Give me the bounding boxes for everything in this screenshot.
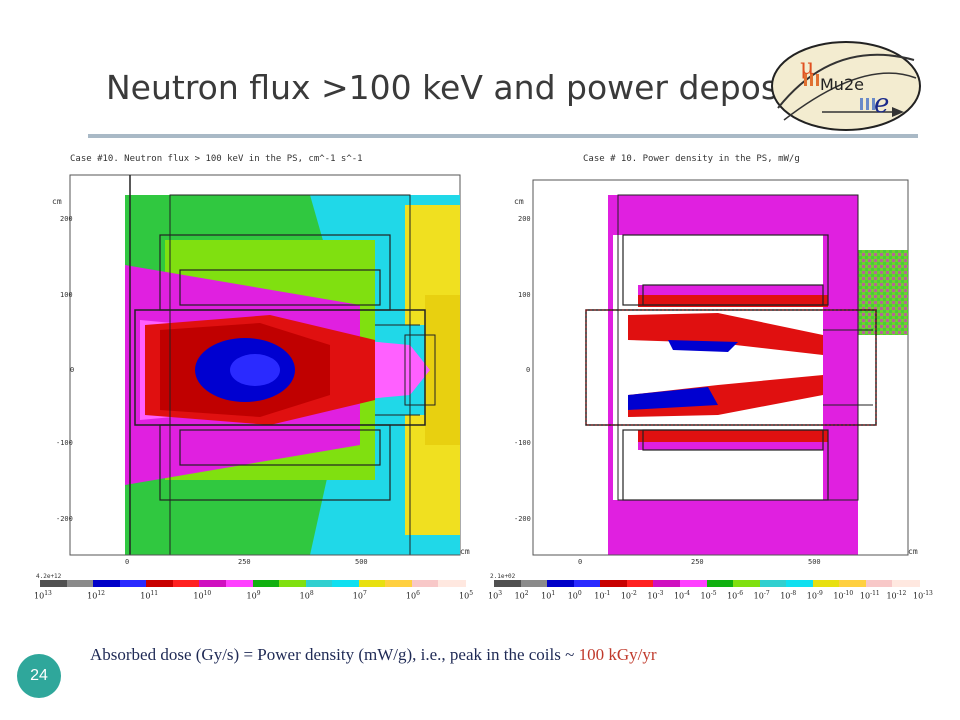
colorbar-tick-label: 1011 [140, 590, 159, 601]
colorbar-tick-label: 10-11 [859, 590, 880, 601]
y-tick: 100 [60, 291, 73, 299]
x-tick: 0 [125, 558, 130, 566]
colorbar-tick-label: 105 [459, 590, 474, 601]
colorbar-segment [93, 580, 121, 587]
colorbar-segment [279, 580, 307, 587]
colorbar-tick-label: 106 [405, 590, 420, 601]
colorbar-segment [411, 580, 439, 587]
colorbar-segment [172, 580, 200, 587]
colorbar-segment [225, 580, 253, 587]
logo-text: Mu2e [820, 75, 864, 94]
colorbar-tick-label: 10-7 [753, 590, 770, 601]
y-unit-label: cm [514, 197, 524, 206]
colorbar-tick-label: 10-13 [913, 590, 933, 601]
colorbar-tick-label: 10-10 [833, 590, 854, 601]
colorbar-tick-label: 1013 [34, 590, 52, 601]
colorbar-segment [438, 580, 466, 587]
colorbar-segment [812, 580, 840, 587]
logo-stripes-icon [804, 74, 875, 110]
colorbar-tick-label: 10-1 [594, 590, 611, 601]
peak-dose-value: 100 kGy/yr [578, 645, 657, 664]
colorbar-segment [600, 580, 628, 587]
logo-e-letter: e [874, 89, 889, 119]
colorbar-segment [759, 580, 787, 587]
colorbar-tick-label: 10-5 [700, 590, 717, 601]
y-tick: 200 [60, 215, 73, 223]
colorbar-segment [706, 580, 734, 587]
colorbar-segment [494, 580, 522, 587]
colorbar-tick-label: 10-4 [673, 590, 690, 601]
absorbed-dose-note: Absorbed dose (Gy/s) = Power density (mW… [90, 645, 656, 665]
x-unit-label: cm [908, 547, 918, 556]
colorbar-tick-label: 10-12 [886, 590, 907, 601]
logo-mu-symbol: μ [800, 55, 814, 80]
x-tick: 0 [578, 558, 583, 566]
neutron-flux-colorbar: 4.2e+12 1013 1012 1011 1010 109 108 107 106 105 [30, 573, 474, 610]
colorbar-segment [199, 580, 227, 587]
title-underline [88, 134, 918, 138]
colorbar-segment [305, 580, 333, 587]
mu2e-logo: μ Mu2e e [771, 41, 921, 131]
colorbar-segment [653, 580, 681, 587]
colorbar-segment [520, 580, 548, 587]
colorbar-segment [119, 580, 147, 587]
power-density-panel: Case # 10. Power density in the PS, mW/g… [478, 145, 918, 610]
colorbar-tick-label: 103 [488, 590, 503, 601]
colorbar-segment [40, 580, 68, 587]
colorbar-tick-label: 1012 [87, 590, 105, 601]
colorbar-tick-label: 10-9 [806, 590, 823, 601]
x-tick: 500 [808, 558, 821, 566]
neutron-flux-panel: Case #10. Neutron flux > 100 keV in the … [30, 145, 470, 610]
colorbar-segment [252, 580, 280, 587]
y-tick: 0 [70, 366, 75, 374]
colorbar-tick-label: 101 [541, 590, 556, 601]
colorbar-segment [358, 580, 386, 587]
y-tick: 200 [518, 215, 531, 223]
power-density-map [478, 145, 918, 610]
colorbar-segment [547, 580, 575, 587]
x-tick: 250 [691, 558, 704, 566]
colorbar-segment [332, 580, 360, 587]
colorbar-segment [626, 580, 654, 587]
neutron-flux-map [30, 145, 470, 610]
x-tick: 500 [355, 558, 368, 566]
x-tick: 250 [238, 558, 251, 566]
colorbar-tick-label: 109 [246, 590, 261, 601]
page-number-badge: 24 [17, 654, 61, 698]
colorbar-segment [733, 580, 761, 587]
colorbar-segment [786, 580, 814, 587]
colorbar-segment [573, 580, 601, 587]
y-unit-label: cm [52, 197, 62, 206]
colorbar-segment [679, 580, 707, 587]
neutron-flux-caption: Case #10. Neutron flux > 100 keV in the … [70, 154, 363, 164]
colorbar-max-value: 4.2e+12 [36, 573, 62, 580]
colorbar-segment [892, 580, 920, 587]
y-tick: -100 [514, 439, 531, 447]
y-tick: 100 [518, 291, 531, 299]
y-tick: 0 [526, 366, 531, 374]
colorbar-tick-label: 107 [352, 590, 367, 601]
colorbar-tick-label: 1010 [193, 590, 212, 601]
power-density-caption: Case # 10. Power density in the PS, mW/g [583, 154, 800, 164]
x-unit-label: cm [460, 547, 470, 556]
colorbar-tick-label: 108 [299, 590, 314, 601]
y-tick: -100 [56, 439, 73, 447]
y-tick: -200 [56, 515, 73, 523]
colorbar-max-value: 2.1e+02 [490, 573, 516, 580]
colorbar-tick-label: 10-8 [780, 590, 797, 601]
colorbar-tick-label: 100 [567, 590, 582, 601]
colorbar-segment [865, 580, 893, 587]
y-tick: -200 [514, 515, 531, 523]
colorbar-segment [146, 580, 174, 587]
colorbar-segment [385, 580, 413, 587]
colorbar-tick-label: 10-2 [620, 590, 637, 601]
slide-title: Neutron flux >100 keV and power depositi… [106, 68, 851, 107]
colorbar-segment [839, 580, 867, 587]
colorbar-tick-label: 10-6 [727, 590, 744, 601]
colorbar-tick-label: 10-3 [647, 590, 664, 601]
power-density-colorbar: 2.1e+02 103 102 101 100 10-1 10-2 10-3 10-4 10-5… [484, 573, 933, 610]
absorbed-dose-text: Absorbed dose (Gy/s) = Power density (mW… [90, 645, 579, 664]
colorbar-segment [66, 580, 94, 587]
colorbar-tick-label: 102 [514, 590, 529, 601]
